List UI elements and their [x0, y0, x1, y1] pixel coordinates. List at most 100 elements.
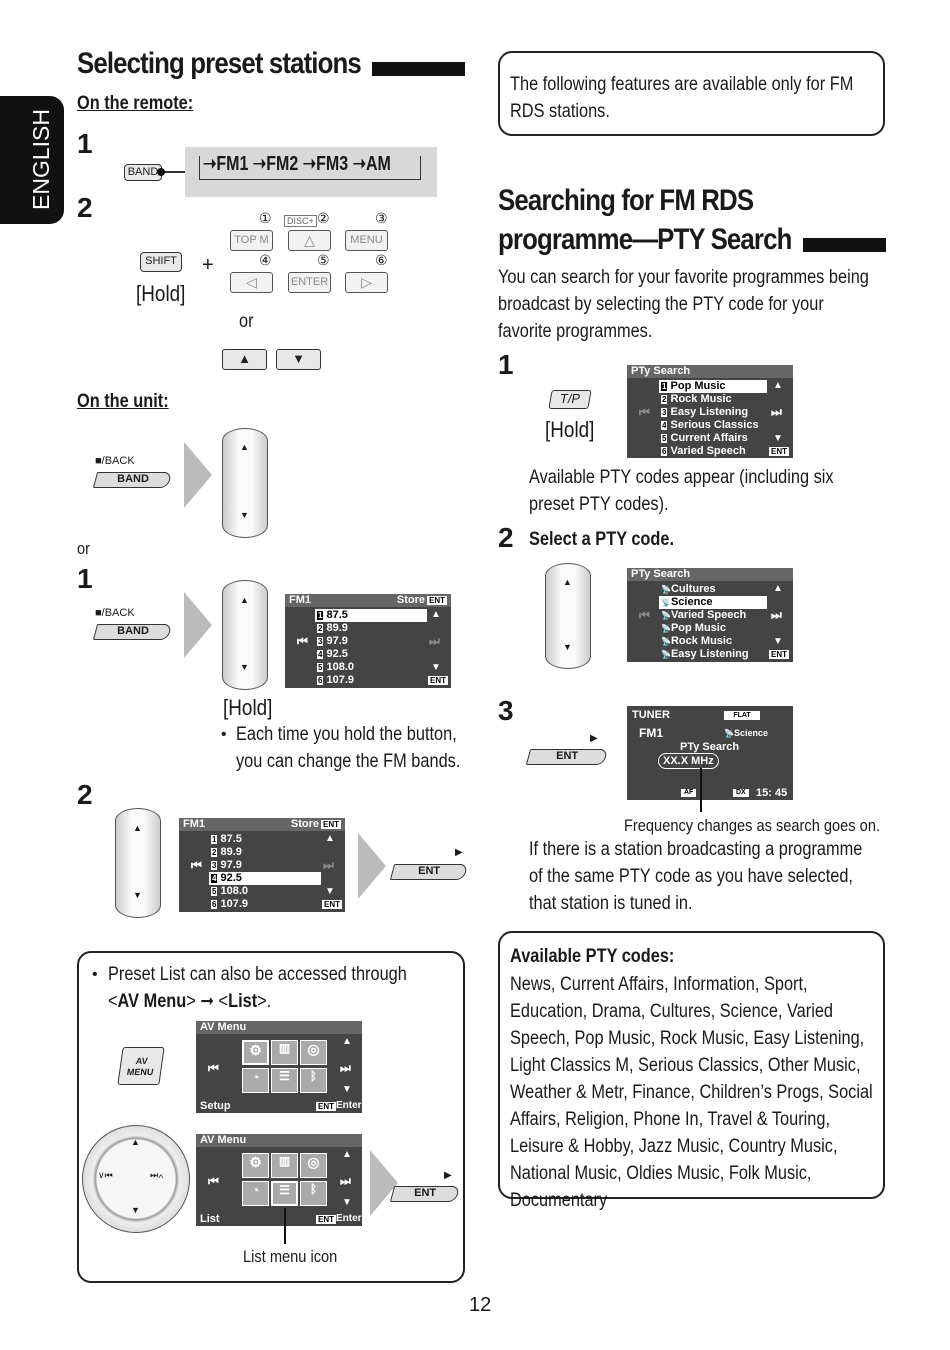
right-button[interactable]: ▷ [345, 272, 388, 293]
knob-up-icon: ▲ [133, 823, 142, 833]
title-bar [803, 238, 886, 252]
pty-row: 📡Rock Music [661, 635, 733, 647]
ent-button[interactable]: ENT [525, 749, 609, 765]
pty-search-screen: PTy Search 1 Pop Music 2 Rock Music 3 Ea… [627, 365, 793, 458]
prev-icon: ⏮ [208, 1174, 219, 1188]
preset-row: 4 92.5 [209, 872, 321, 885]
band-tab-button[interactable]: BAND [92, 624, 173, 640]
title-bar [372, 62, 465, 76]
band-tab-button[interactable]: BAND [92, 472, 173, 488]
top-m-button[interactable]: TOP M [230, 230, 273, 251]
knob-up-icon: ▲ [240, 595, 249, 605]
knob-up-icon: ▲ [563, 577, 572, 587]
ent-button[interactable]: ENT [389, 1186, 461, 1202]
menu-button[interactable]: MENU [345, 230, 388, 251]
band-fm1: FM1 [216, 153, 249, 175]
connector-dot [157, 168, 165, 176]
preset-row: 1 87.5 [315, 609, 427, 622]
language-tab [0, 96, 64, 224]
scroll-down-icon: ▼ [773, 636, 783, 647]
heading-on-remote: On the remote: [77, 93, 194, 114]
preset-row: 3 97.9 [211, 859, 242, 871]
preset-row: 2 89.9 [317, 622, 348, 634]
rds-note-box [498, 51, 885, 136]
play-icon: ▶ [444, 1170, 452, 1181]
pty-row: 6 Varied Speech [661, 445, 746, 457]
pty-row: 📡Easy Listening [661, 648, 749, 660]
left-button[interactable]: ◁ [230, 272, 273, 293]
ent-icon: ENT [428, 676, 448, 685]
pty-row: 4 Serious Classics [661, 419, 759, 431]
prev-icon: ⏮ [208, 1061, 219, 1075]
hold-label: [Hold] [223, 695, 273, 720]
step-number: 2 [498, 522, 514, 553]
scroll-down-icon: ▼ [342, 1084, 352, 1095]
heading-on-unit: On the unit: [77, 391, 169, 412]
or-label: or [77, 539, 91, 558]
clock-icon: ◔ [242, 1181, 269, 1206]
ent-icon: ENT [316, 1215, 336, 1224]
disc-plus-label: DISC+ [284, 215, 317, 227]
screen-header: AV Menu [196, 1021, 362, 1034]
dial-right-label: ⏭∧ [150, 1170, 164, 1180]
step-number: 2 [77, 779, 93, 810]
hold-label: [Hold] [136, 281, 186, 306]
volume-knob[interactable] [222, 428, 268, 538]
band-seq-outline [199, 156, 421, 180]
arrow-right-icon: ➝ [352, 153, 366, 175]
av-menu-button[interactable]: AV MENU [117, 1047, 165, 1085]
list-icon: ☰ [271, 1068, 298, 1093]
enter-button[interactable]: ENTER [288, 272, 331, 293]
prev-icon: ⏮ [639, 405, 650, 419]
screen-header: PTy Search [627, 568, 793, 581]
preset-number-6: ⑥ [375, 252, 388, 268]
back-label: ■/BACK [95, 455, 135, 467]
volume-knob[interactable] [222, 580, 268, 690]
step3-text: If there is a station broadcasting a pro… [529, 839, 863, 914]
dial-down-icon: ▼ [131, 1205, 140, 1215]
callout-line [284, 1208, 286, 1244]
control-dial[interactable] [82, 1125, 190, 1233]
list-icon: ☰ [271, 1181, 298, 1206]
section-title-pty-2: programme—PTY Search [498, 223, 792, 256]
shift-button[interactable]: SHIFT [140, 252, 182, 272]
hold-label: [Hold] [545, 417, 595, 442]
screen-header: AV Menu [196, 1134, 362, 1147]
scroll-up-icon: ▲ [342, 1036, 352, 1047]
down-arrow-button[interactable]: ▼ [276, 349, 321, 370]
pty-row: 1 Pop Music [659, 380, 767, 393]
dx-badge: DX [733, 789, 749, 797]
arrow-right-icon: ➝ [302, 153, 317, 175]
back-label: ■/BACK [95, 607, 135, 619]
preset-row: 2 89.9 [211, 846, 242, 858]
arrow-right-gray [184, 442, 212, 508]
pty-row: 5 Current Affairs [661, 432, 748, 444]
settings-icon: ⚙ [242, 1040, 269, 1065]
volume-knob[interactable] [115, 808, 161, 918]
preset-row: 6 107.9 [211, 898, 249, 910]
equalizer-icon: ▥ [271, 1153, 298, 1178]
volume-knob[interactable] [545, 563, 591, 669]
pty-codes-box [498, 931, 885, 1199]
rds-note: The following features are available onl… [510, 74, 854, 122]
preset-number-5: ⑤ [317, 252, 330, 268]
up-arrow-button[interactable]: ▲ [222, 349, 267, 370]
band-label: FM1 [639, 726, 663, 740]
play-icon: ▶ [590, 733, 598, 744]
page-number: 12 [469, 1294, 492, 1316]
band-fm3: FM3 [316, 153, 349, 175]
disc-icon: ◎ [300, 1040, 327, 1065]
equalizer-icon: ▥ [271, 1040, 298, 1065]
tp-button[interactable]: T/P [548, 390, 592, 409]
pty-row: 2 Rock Music [661, 393, 732, 405]
next-icon: ⏭ [340, 1061, 351, 1075]
step-number: 1 [498, 349, 514, 380]
pty-search-label: PTy Search [680, 741, 740, 753]
ent-button[interactable]: ENT [389, 864, 469, 880]
arrow-right-icon: ➝ [252, 153, 267, 175]
pty-row: 📡Pop Music [661, 622, 726, 634]
up-button[interactable]: △ [288, 230, 331, 251]
av-menu-note: Preset List can also be accessed through… [108, 964, 407, 1012]
clock-readout: 15: 45 [756, 787, 788, 799]
